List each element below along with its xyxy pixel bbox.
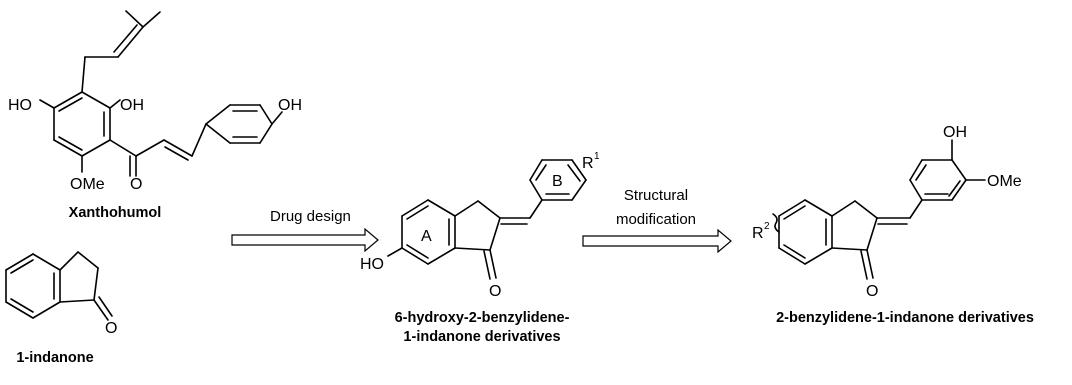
structural-modification-label-line2: modification: [616, 211, 696, 228]
xanthohumol-ho-label: HO: [8, 97, 32, 114]
r1-label: R: [582, 155, 594, 172]
xanthohumol-name: Xanthohumol: [69, 205, 162, 221]
hydroxy-derivative-name-line1: 6-hydroxy-2-benzylidene-: [395, 310, 570, 326]
hydroxy-derivative-carbonyl-o-label: O: [489, 283, 501, 300]
benzylidene-derivative-name: 2-benzylidene-1-indanone derivatives: [776, 310, 1034, 326]
r2-superscript: 2: [764, 221, 770, 232]
xanthohumol-structure: HO OH OH OMe O: [8, 10, 302, 193]
benzylidene-derivative-structure: OH OMe O R 2: [752, 124, 1022, 300]
hydroxy-derivative-name-line2: 1-indanone derivatives: [403, 329, 560, 345]
structural-modification-arrow: [582, 228, 732, 254]
benzylidene-derivative-carbonyl-o-label: O: [866, 283, 878, 300]
ring-b-label: B: [552, 173, 563, 190]
benzylidene-derivative-ome-label: OMe: [987, 173, 1022, 190]
indanone-structure: O: [5, 251, 117, 337]
r1-superscript: 1: [594, 151, 600, 162]
xanthohumol-oh-mid-label: OH: [120, 97, 144, 114]
xanthohumol-oh-right-label: OH: [278, 97, 302, 114]
indanone-name: 1-indanone: [16, 350, 93, 366]
ring-a-label: A: [421, 228, 432, 245]
xanthohumol-ome-label: OMe: [70, 176, 105, 193]
drug-design-label: Drug design: [270, 208, 351, 225]
indanone-carbonyl-o-label: O: [105, 320, 117, 337]
benzylidene-derivative-oh-label: OH: [943, 124, 967, 141]
structural-modification-label-line1: Structural: [624, 187, 688, 204]
drug-design-arrow: [231, 227, 379, 253]
r2-label: R: [752, 225, 764, 242]
xanthohumol-carbonyl-o-label: O: [130, 176, 142, 193]
hydroxy-derivative-structure: HO O A B R 1: [360, 151, 600, 300]
hydroxy-derivative-ho-label: HO: [360, 256, 384, 273]
